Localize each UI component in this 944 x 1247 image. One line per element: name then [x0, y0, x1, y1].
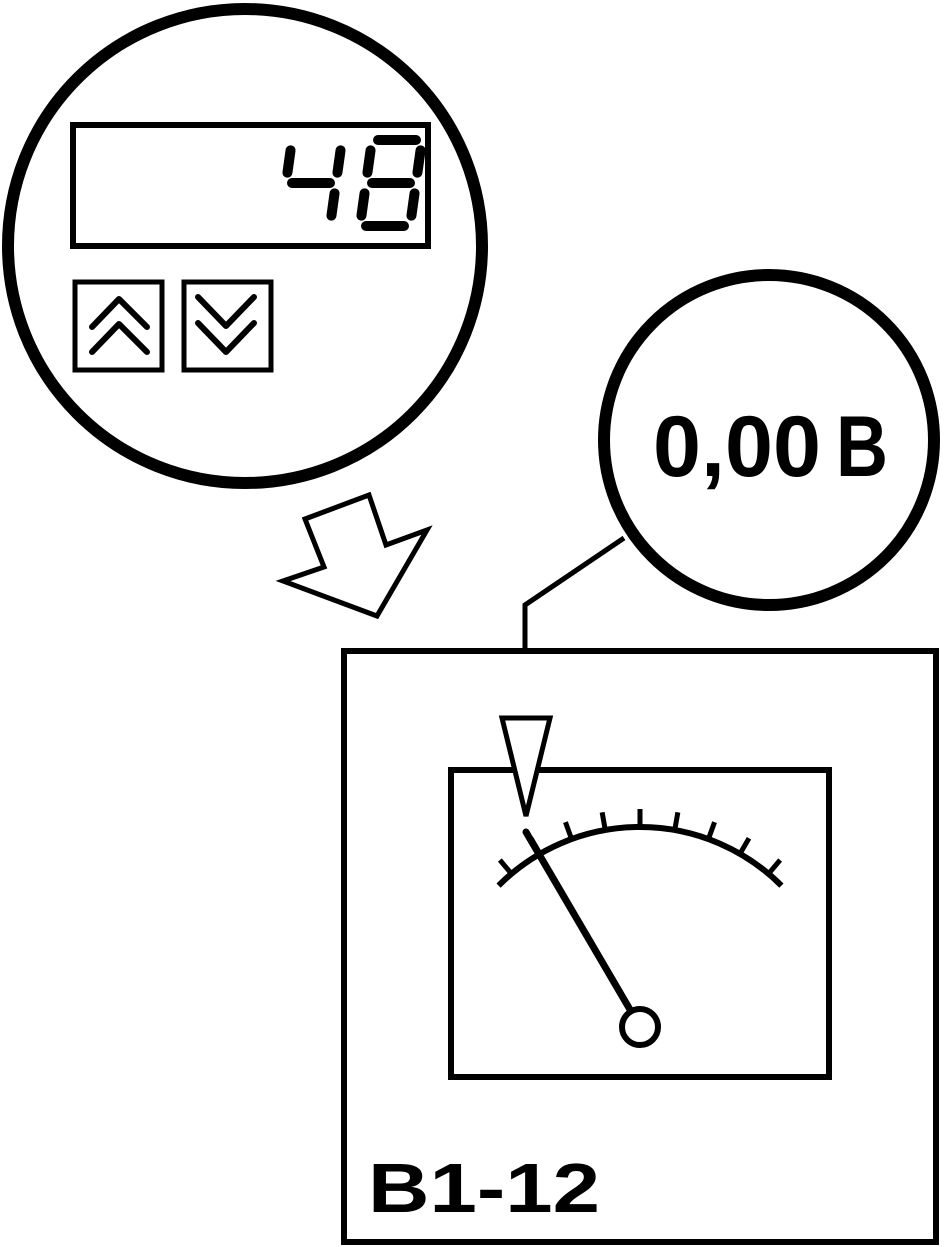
- voltage-reading: 0,00: [653, 399, 821, 495]
- scale-tick: [672, 811, 681, 831]
- segment-f: [282, 145, 296, 178]
- segment-c: [406, 188, 420, 221]
- segment-e: [356, 188, 370, 221]
- scale-tick: [737, 836, 752, 856]
- seven-segment-display: [282, 135, 426, 231]
- digit-4: [282, 145, 346, 221]
- voltage-callout: 0,00 B: [522, 269, 940, 718]
- scale-arc: [496, 824, 784, 888]
- scale-tick: [599, 811, 608, 831]
- segment-f: [362, 145, 376, 178]
- voltage-circle: [598, 269, 940, 611]
- scale-tick: [706, 821, 717, 840]
- segment-b: [332, 145, 346, 178]
- pointer-arrow-icon: [498, 715, 554, 817]
- down-button[interactable]: [181, 279, 274, 373]
- control-panel-callout: [2, 3, 488, 489]
- double-chevron-down-icon: [195, 294, 257, 355]
- up-button[interactable]: [72, 279, 165, 373]
- device-label: B1-12: [368, 1149, 600, 1227]
- meter-needle: [522, 828, 661, 1048]
- scale-tick: [563, 821, 574, 840]
- double-chevron-up-icon: [89, 296, 150, 355]
- scale-tick: [497, 858, 514, 876]
- hollow-arrow-icon: [275, 491, 433, 620]
- needle-pivot: [619, 1006, 661, 1048]
- segment-b: [412, 145, 426, 178]
- segment-c: [326, 188, 340, 221]
- scale-tick: [766, 858, 783, 876]
- digit-8: [356, 135, 426, 231]
- voltage-unit: B: [836, 399, 888, 495]
- device-box: B1-12: [341, 648, 939, 1245]
